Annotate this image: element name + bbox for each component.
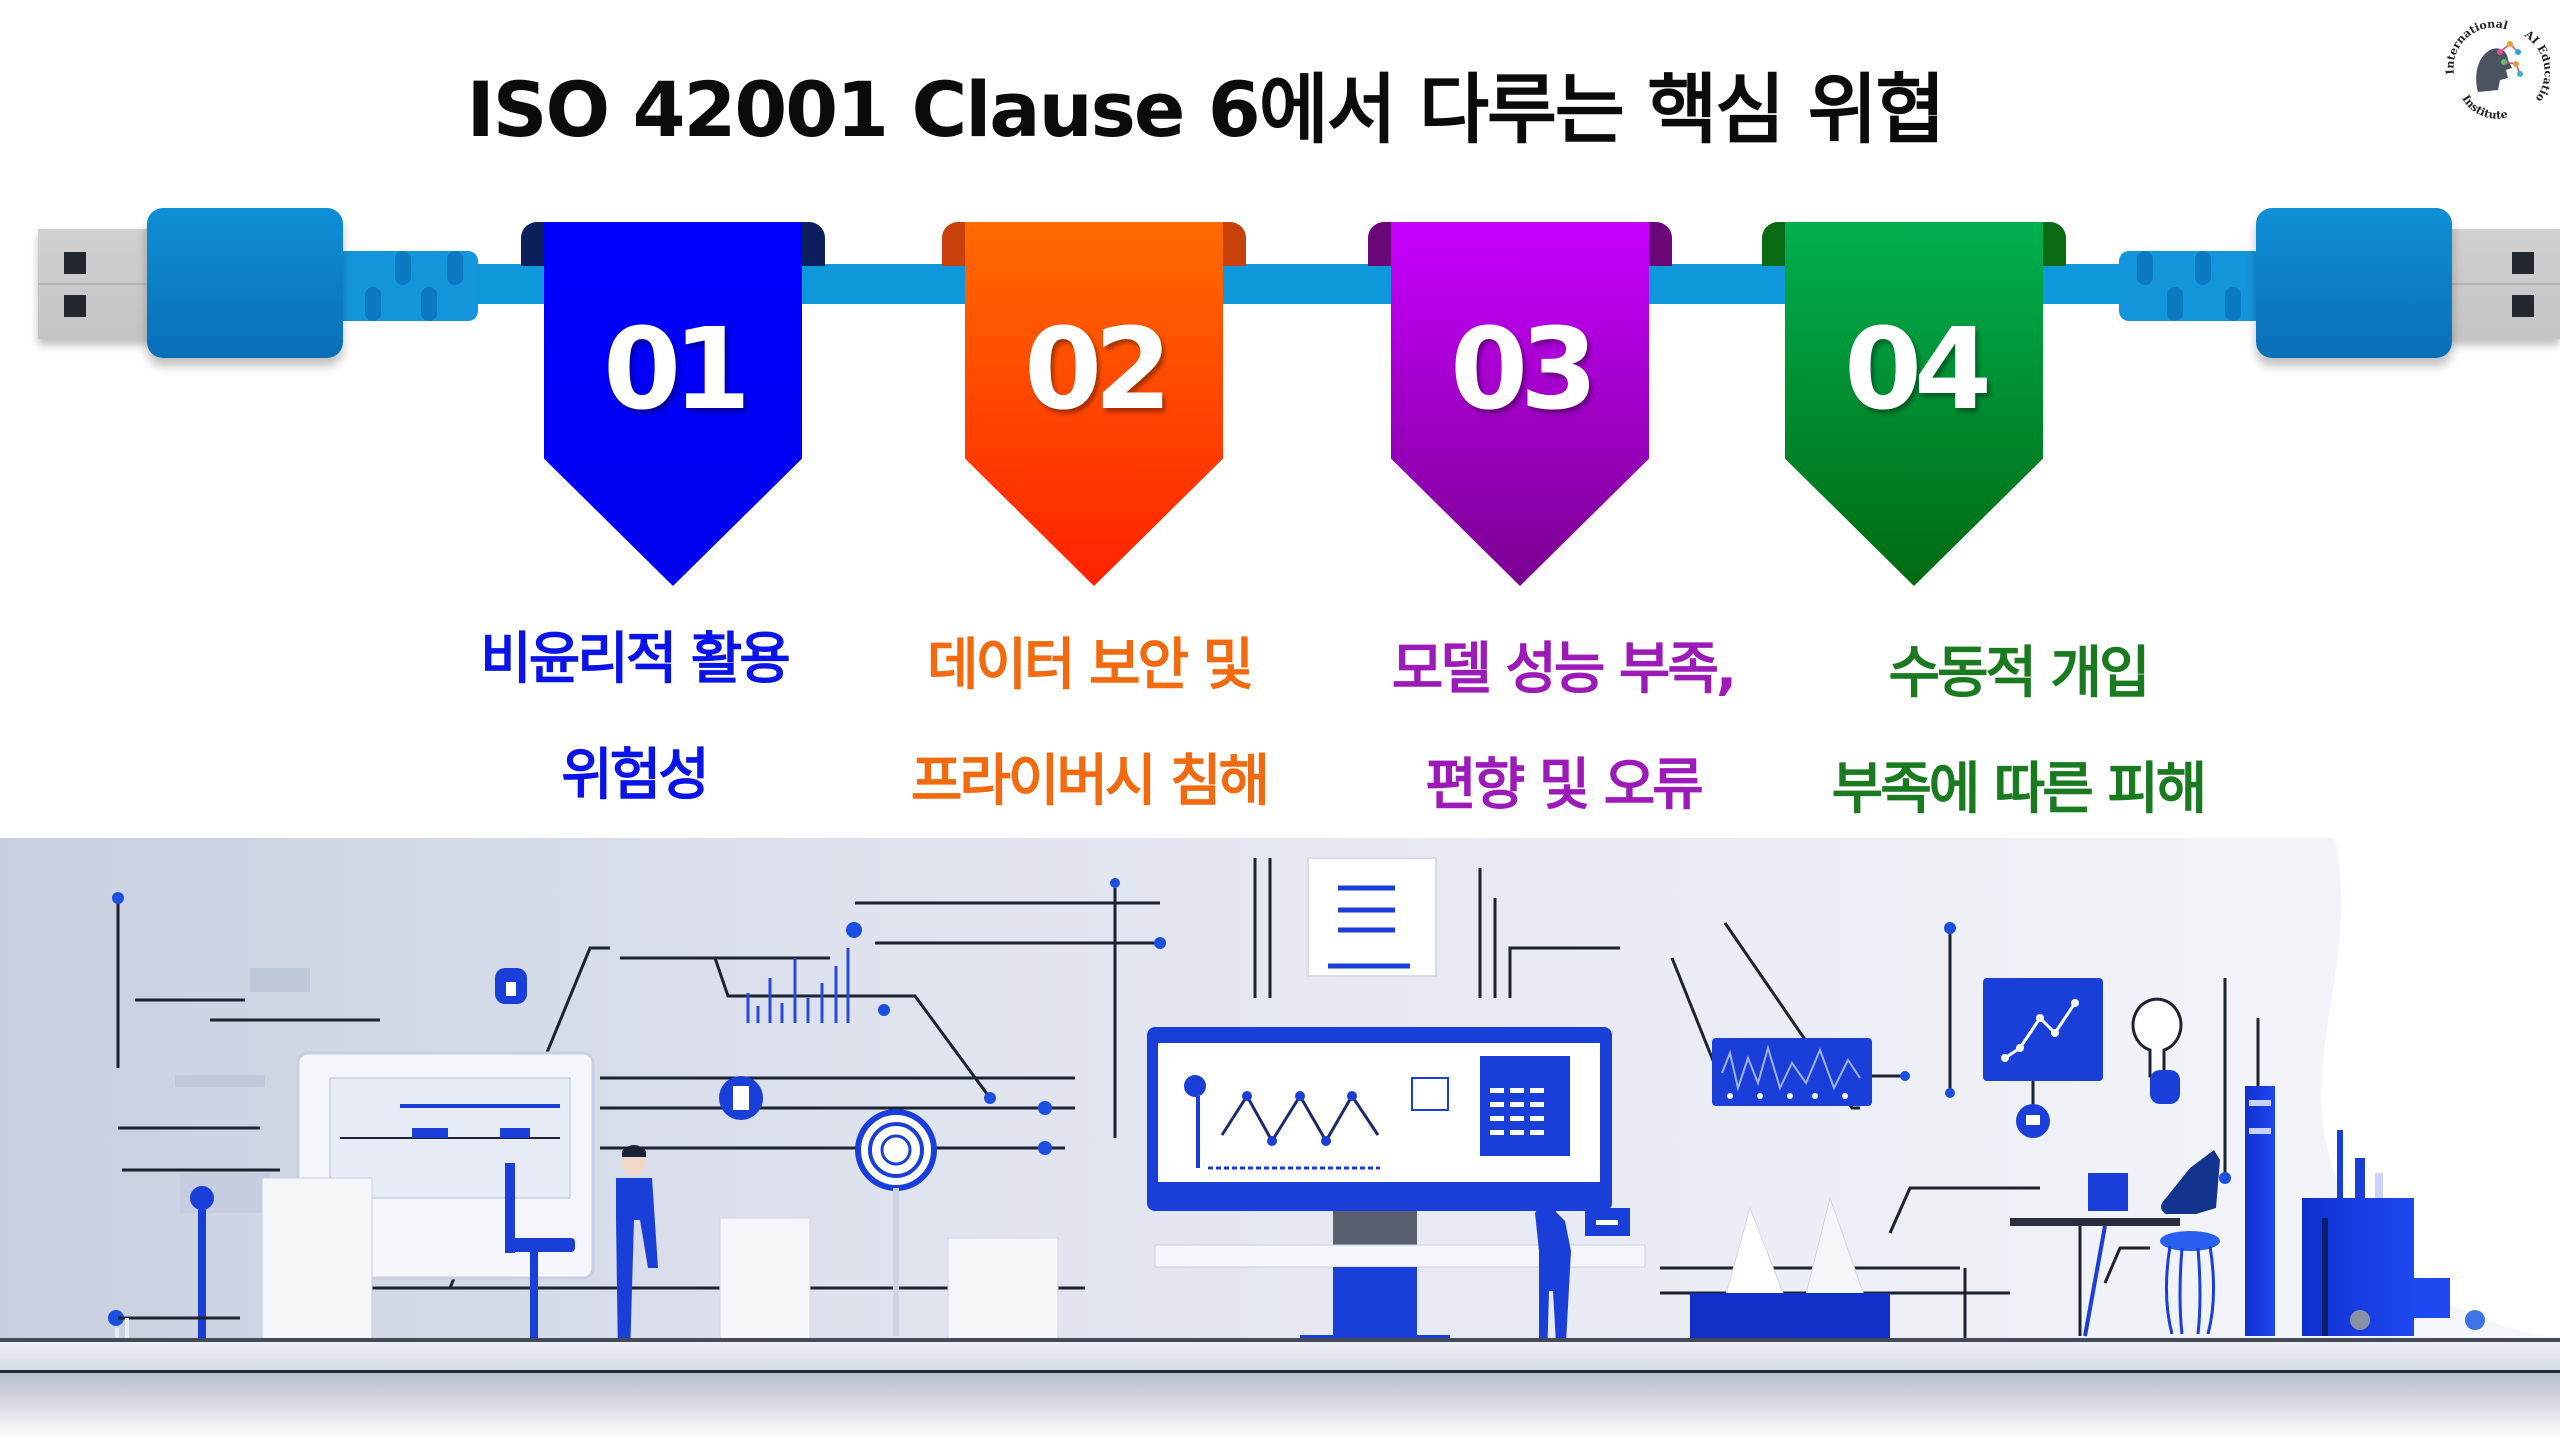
banner-number: 01 [603, 305, 751, 435]
lightbulb-icon [2131, 997, 2183, 1104]
threat-label-line2: 편향 및 오류 [1425, 753, 1704, 818]
document-icon [1307, 857, 1437, 977]
usb-plug-left-housing [147, 208, 343, 358]
banner-number: 02 [1024, 305, 1172, 435]
lock-icon [495, 968, 527, 1004]
threat-banner-02: 02 [942, 222, 1246, 588]
threat-banner-03: 03 [1368, 222, 1672, 588]
threat-label-01: 비윤리적 활용 위험성 [384, 630, 884, 806]
banner-number: 03 [1450, 305, 1598, 435]
threat-label-line1: 비윤리적 활용 [480, 627, 791, 692]
threat-label-line2: 위험성 [561, 743, 710, 808]
usb-plug-left-neck [335, 251, 478, 321]
threat-label-line2: 부족에 따른 피해 [1831, 757, 2208, 822]
target-icon [855, 1109, 937, 1336]
usb-plug-icon [2440, 229, 2560, 339]
usb-plug-right-neck [2119, 251, 2264, 321]
threat-label-04: 수동적 개입 부족에 따른 피해 [1768, 644, 2268, 820]
threat-banner-01: 01 [521, 222, 825, 588]
banner-number: 04 [1844, 305, 1992, 435]
threat-label-line1: 수동적 개입 [1888, 641, 2150, 706]
slide-title: ISO 42001 Clause 6에서 다루는 핵심 위협 [466, 65, 1946, 154]
institute-logo: International AI Education Institute [2438, 12, 2550, 124]
office-ai-illustration [0, 838, 2560, 1440]
threat-label-02: 데이터 보안 및 프라이버시 침해 [839, 636, 1339, 812]
threat-label-line2: 프라이버시 침해 [910, 749, 1270, 814]
usb-plug-icon [38, 229, 158, 339]
usb-plug-right-housing [2256, 208, 2452, 358]
head-with-neural-network-icon: International AI Education Institute [2438, 12, 2550, 122]
dashboard-monitor-icon [1147, 1027, 1646, 1341]
threat-label-line1: 데이터 보안 및 [926, 633, 1254, 698]
threat-label-line1: 모델 성능 부족, [1391, 637, 1737, 702]
threat-banner-04: 04 [1762, 222, 2066, 588]
threat-label-03: 모델 성능 부족, 편향 및 오류 [1313, 640, 1813, 816]
